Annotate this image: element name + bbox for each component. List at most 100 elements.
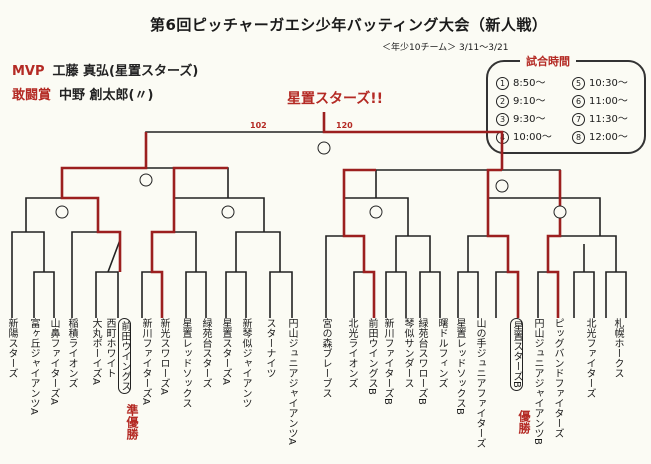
bracket-line [375, 169, 561, 196]
bracket-line [487, 197, 601, 214]
team-name: 星置スターズA [220, 318, 231, 385]
team-name: スターナイツ [264, 318, 275, 378]
bracket-line [395, 235, 431, 244]
game-time: 10:00〜 [513, 132, 552, 143]
team-name: 新川ファイターズA [140, 318, 151, 405]
team-name: 富ヶ丘ジャイアンツA [28, 318, 39, 415]
bracket-line [495, 271, 519, 318]
team-name: 星置スターズB [510, 318, 523, 391]
champion-tag: 優勝 [517, 410, 531, 434]
bracket-line [269, 271, 293, 318]
winner-path [60, 132, 148, 272]
match-marker [369, 205, 383, 219]
team-name: 星置レッドソックス [180, 318, 191, 408]
winner-path [322, 112, 504, 170]
bracket-line [225, 271, 247, 318]
team-name: 曙ドルフィンズ [436, 318, 447, 388]
schedule-title: 試合時間 [520, 53, 576, 69]
bracket-line [537, 271, 559, 318]
bracket-line [185, 271, 207, 318]
team-name: 新川ファイターズB [382, 318, 393, 405]
bracket-line [605, 271, 627, 318]
team-name: 札幌ホークス [612, 318, 623, 378]
team-name: 西町ホワイト [104, 318, 115, 378]
award-fighting-spirit: 敢闘賞中野 創太郎(〃) [12, 84, 153, 103]
team-name: 宮の森ブレーブス [320, 318, 331, 398]
game-time: 9:10〜 [513, 96, 546, 107]
winner-path [546, 170, 562, 318]
game-number: 8 [572, 131, 585, 144]
award-mvp: MVP 工藤 真弘(星置スターズ) [12, 60, 198, 79]
game-number: 7 [572, 113, 585, 126]
game-time: 9:30〜 [513, 114, 546, 125]
game-time: 8:50〜 [513, 78, 546, 89]
team-name: 北光ファイターズ [584, 318, 595, 398]
game-number: 1 [496, 77, 509, 90]
game-number: 6 [572, 95, 585, 108]
bracket-line [419, 271, 441, 318]
schedule-slot: 5 10:30〜 [572, 74, 628, 90]
game-number: 2 [496, 95, 509, 108]
team-name: 新琴似ジャイアンツ [240, 318, 251, 408]
page-subtitle: ＜年少10チーム＞ 3/11〜3/21 [382, 43, 509, 53]
match-marker [317, 141, 331, 155]
match-marker [221, 205, 235, 219]
game-time: 11:00〜 [589, 96, 628, 107]
bracket-line [141, 271, 163, 318]
bracket-line [33, 271, 55, 318]
bracket-line [95, 271, 119, 318]
award-fighting-spirit-label: 敢闘賞 [12, 88, 52, 103]
bracket-line [573, 271, 595, 318]
bracket-line [457, 271, 479, 318]
game-time: 12:00〜 [589, 132, 628, 143]
team-name: 山の手ジュニアファイターズ [474, 318, 485, 448]
team-name: 稲積ライオンズ [66, 318, 77, 388]
schedule-slot: 2 9:10〜 [496, 92, 545, 108]
team-name: 新陽スターズ [6, 318, 17, 378]
team-name: 山鼻ファイターズA [48, 318, 59, 405]
team-name: 緑苑台スワローズB [416, 318, 427, 405]
bracket-line [107, 239, 121, 273]
match-marker [553, 205, 567, 219]
team-name: 緑苑台スターズ [200, 318, 211, 388]
score-final-left: 102 [250, 121, 267, 130]
winner-path [150, 166, 228, 318]
game-time: 10:30〜 [589, 78, 628, 89]
team-name: 新光スワローズA [158, 318, 169, 395]
team-name: 星置レッドソックスB [454, 318, 465, 415]
match-marker [55, 205, 69, 219]
team-name: 前田ウイングス [118, 318, 131, 394]
award-mvp-label: MVP [12, 64, 45, 79]
winner-path [342, 168, 376, 318]
runner-up-tag: 準優勝 [125, 404, 139, 440]
schedule-slot: 7 11:30〜 [572, 110, 628, 126]
team-name: 北光ライオンズ [346, 318, 357, 388]
team-name: 前田ウイングスB [366, 318, 377, 395]
award-mvp-name: 工藤 真弘(星置スターズ) [52, 64, 199, 79]
page-title: 第6回ピッチャーガエシ少年バッティング大会（新人戦） [150, 16, 548, 34]
match-marker [495, 179, 509, 193]
team-name: 琴似サンダース [402, 318, 413, 388]
bracket-line [235, 231, 281, 240]
bracket-line [11, 231, 45, 240]
match-marker [139, 173, 153, 187]
champion-banner: 星置スターズ!! [287, 91, 384, 107]
game-number: 3 [496, 113, 509, 126]
bracket-line [173, 197, 265, 212]
bracket-line [353, 271, 375, 318]
score-final-right: 120 [336, 121, 353, 130]
winner-path [486, 168, 520, 318]
schedule-slot: 8 12:00〜 [572, 128, 628, 144]
team-name: 円山ジュニアジャイアンツB [532, 318, 543, 445]
game-number: 5 [572, 77, 585, 90]
award-fighting-spirit-name: 中野 創太郎(〃) [59, 88, 154, 103]
bracket-line [385, 271, 407, 318]
team-name: 大丸ボーイズA [90, 318, 101, 385]
schedule-slot: 1 8:50〜 [496, 74, 545, 90]
schedule-slot: 3 9:30〜 [496, 110, 545, 126]
game-time: 11:30〜 [589, 114, 628, 125]
team-name: 円山ジュニアジャイアンツA [286, 318, 297, 445]
